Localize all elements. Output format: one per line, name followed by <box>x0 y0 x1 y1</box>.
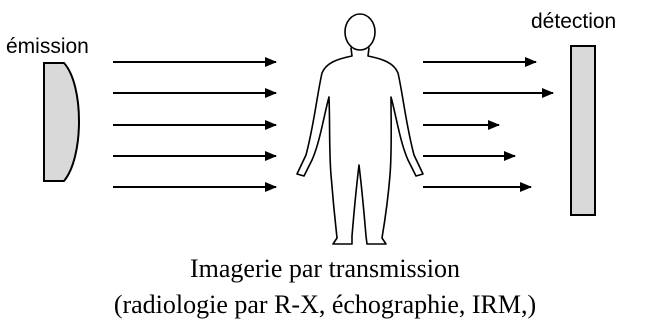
incident-rays <box>113 62 276 187</box>
detector-plate-icon <box>571 46 595 215</box>
transmitted-rays <box>423 62 553 187</box>
emitter-plate-icon <box>44 63 79 181</box>
caption-subtitle: (radiologie par R-X, échographie, IRM,) <box>114 290 536 319</box>
caption-title: Imagerie par transmission <box>190 254 460 283</box>
emission-label: émission <box>6 35 89 58</box>
human-figure-icon <box>297 14 423 244</box>
detection-label: détection <box>531 10 616 33</box>
